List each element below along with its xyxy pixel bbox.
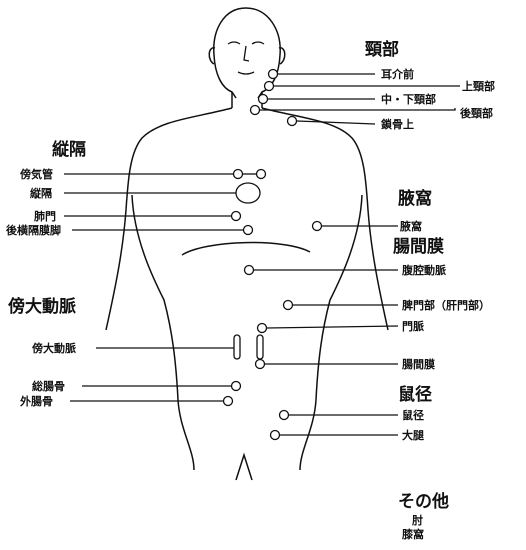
paraaortic-node-group: 傍大動脈 総腸骨 外腸骨 — [19, 335, 263, 408]
label-mid-lower-neck: 中・下頸部 — [381, 92, 436, 106]
section-other: その他 — [398, 491, 449, 512]
label-common-iliac: 総腸骨 — [32, 379, 65, 393]
section-inguinal: 鼠径 — [398, 384, 432, 405]
node-celiac — [245, 266, 254, 275]
section-neck: 頸部 — [365, 39, 399, 60]
neck-node-group: 耳介前 上頸部 中・下頸部 後頸部 鎖骨上 — [251, 67, 496, 131]
mesentery-node-group: 腹腔動脈 脾門部（肝門部） 門脈 腸間膜 — [245, 263, 491, 371]
body-outline — [106, 8, 388, 480]
node-portal — [258, 324, 267, 333]
label-retrocrural: 後横隔膜脚 — [6, 223, 61, 237]
label-upper-neck: 上頸部 — [462, 79, 495, 93]
label-femoral: 大腿 — [402, 428, 425, 442]
node-supraclavicular — [288, 117, 297, 126]
node-posterior-neck — [251, 106, 260, 115]
node-paraaortic-left — [234, 335, 240, 359]
label-external-iliac: 外腸骨 — [19, 394, 53, 408]
leg-inner-outline — [236, 455, 252, 480]
torso-left-outline — [106, 108, 232, 470]
node-femoral — [271, 431, 280, 440]
eye-right — [252, 42, 264, 44]
eye-left — [228, 42, 240, 44]
node-paratracheal-b — [257, 170, 266, 179]
axilla-node-group: 腋窩 — [313, 219, 423, 233]
label-paraaortic: 傍大動脈 — [32, 341, 76, 355]
label-elbow: 肘 — [412, 513, 423, 527]
section-paraaortic: 傍大動脈 — [8, 296, 76, 317]
label-popliteal: 膝窩 — [402, 527, 424, 541]
label-posterior-neck: 後頸部 — [460, 106, 493, 120]
label-portal: 門脈 — [402, 319, 424, 333]
label-axillary: 腋窩 — [399, 219, 422, 233]
other-node-group: 肘 膝窩 — [402, 513, 424, 541]
inguinal-node-group: 鼠径 大腿 — [271, 408, 425, 442]
label-hilar: 肺門 — [34, 209, 56, 223]
node-common-iliac — [232, 382, 241, 391]
node-mesenteric — [256, 360, 265, 369]
section-axilla: 腋窩 — [398, 188, 432, 209]
node-inguinal — [280, 411, 289, 420]
node-external-iliac — [224, 397, 233, 406]
label-preauricular: 耳介前 — [381, 67, 414, 81]
label-mediastinal: 縦隔 — [30, 186, 52, 200]
node-paraaortic-right — [257, 335, 263, 359]
node-mid-lower-neck — [259, 95, 268, 104]
nose — [244, 46, 249, 61]
node-splenic-hilum — [284, 301, 293, 310]
node-mediastinal — [236, 183, 260, 203]
node-retrocrural — [244, 226, 253, 235]
label-splenic-hilum: 脾門部（肝門部） — [402, 298, 490, 312]
section-mesentery: 腸間膜 — [393, 236, 444, 257]
label-paratracheal: 傍気管 — [20, 167, 53, 181]
node-upper-neck — [265, 82, 274, 91]
label-celiac: 腹腔動脈 — [402, 263, 446, 277]
node-paratracheal-a — [234, 170, 243, 179]
label-supraclavicular: 鎖骨上 — [381, 117, 414, 131]
node-axillary — [313, 222, 322, 231]
node-preauricular — [269, 70, 278, 79]
diaphragm-line — [182, 243, 310, 255]
node-hilar — [232, 212, 241, 221]
mouth — [238, 72, 254, 74]
label-mesenteric: 腸間膜 — [402, 357, 435, 371]
section-mediastinum: 縦隔 — [52, 139, 86, 160]
label-inguinal: 鼠径 — [402, 408, 424, 422]
